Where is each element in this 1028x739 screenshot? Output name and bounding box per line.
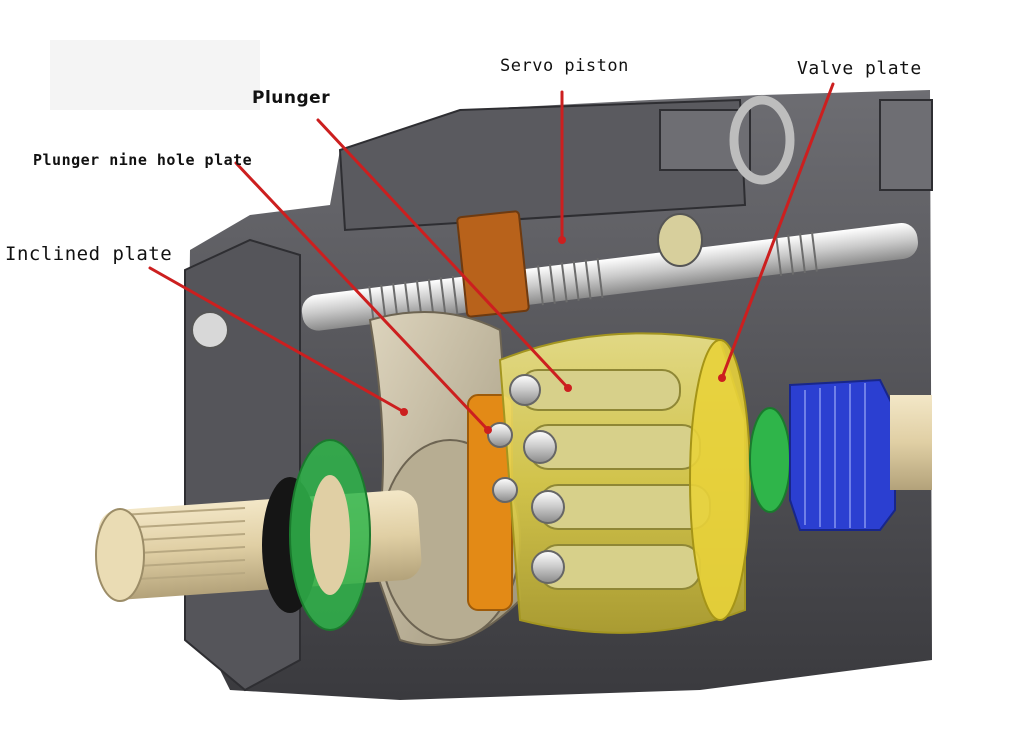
label-inclined-plate: Inclined plate [5,243,173,265]
leader-valve-plate [720,82,835,380]
end-flange [184,238,301,692]
watermark-area [50,40,260,110]
valve-plate-part [689,339,751,621]
leader-plunger [316,118,570,390]
front-bearing-bore [310,475,350,595]
label-valve-plate: Valve plate [797,58,922,79]
plunger-group [487,369,711,590]
rear-bearing [749,407,791,513]
servo-block [456,210,530,318]
servo-piston-head [657,213,703,267]
right-bracket [879,99,933,191]
label-plunger-nine-hole-plate: Plunger nine hole plate [33,151,253,169]
flange-hole [191,311,229,349]
leader-inclined-plate [148,266,406,414]
shaft-end [95,508,145,602]
rear-shaft [890,395,932,490]
rear-spline-teeth [804,383,866,528]
rear-spline-coupling [789,378,896,531]
leader-nine-hole-plate [234,161,490,432]
label-plunger: Plunger [252,88,331,108]
leader-lines [148,82,835,432]
label-servo-piston: Servo piston [500,56,629,76]
lifting-eye [729,95,795,185]
leader-dots [400,236,726,434]
